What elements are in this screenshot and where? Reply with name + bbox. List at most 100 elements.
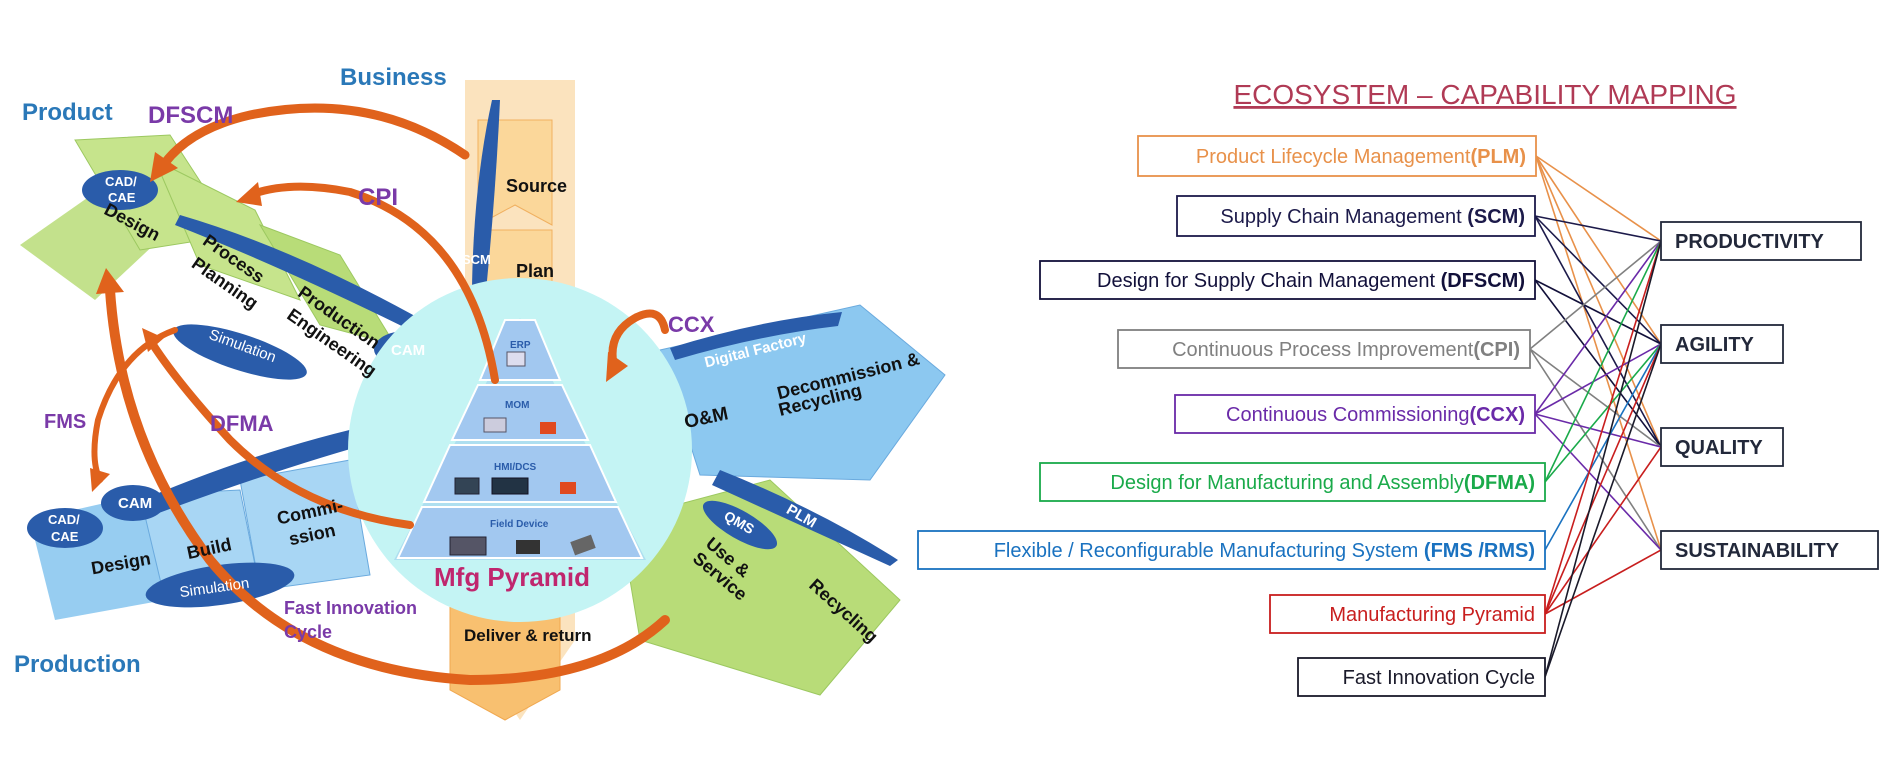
field-sensor-icon [570, 534, 596, 556]
lifecycle-chevrons [619, 304, 946, 696]
arrow-label-fic-line1: Fast Innovation [284, 598, 417, 618]
ecosystem-label: Product Lifecycle Management(PLM) [1196, 146, 1526, 168]
orange-arrows [90, 103, 670, 686]
quadrant-label-product: Product [22, 99, 113, 126]
arrow-label-fms: FMS [44, 411, 86, 433]
ecosystem-box [1039, 462, 1546, 502]
ecosystem-label: Design for Manufacturing and Assembly(DF… [1110, 472, 1535, 494]
link-pyramid-agility [1544, 343, 1662, 615]
capability-box [1660, 427, 1784, 467]
capability-item-agility: AGILITY [1660, 324, 1784, 364]
capability-item-productivity: PRODUCTIVITY [1660, 221, 1862, 261]
ecosystem-list: Product Lifecycle Management(PLM) Supply … [917, 135, 1546, 697]
erp-device-icon [506, 351, 526, 367]
ecosystem-item-pyramid: Manufacturing Pyramid [1269, 594, 1546, 634]
production-cad-cae-line1: CAD/ [48, 512, 80, 527]
ecosystem-item-scm: Supply Chain Management (SCM) [1176, 195, 1536, 237]
product-cad-cae-line2: CAE [108, 190, 136, 205]
link-pyramid-quality [1544, 446, 1662, 615]
field-plc-icon [449, 536, 487, 556]
capability-label: PRODUCTIVITY [1675, 231, 1825, 253]
ecosystem-item-plm: Product Lifecycle Management(PLM) [1137, 135, 1537, 177]
pyramid-mom: MOM [505, 400, 529, 411]
ecosystem-item-dfscm: Design for Supply Chain Management (DFSC… [1039, 260, 1536, 300]
ecosystem-box [1269, 594, 1546, 634]
capability-list: PRODUCTIVITY AGILITY QUALITY SUSTAINABILITY [1660, 221, 1879, 570]
capability-box [1660, 324, 1784, 364]
ecosystem-box [1039, 260, 1536, 300]
arrow-label-ccx: CCX [668, 312, 715, 337]
ecosystem-box [1137, 135, 1537, 177]
link-plm-quality [1535, 155, 1662, 448]
link-pyramid-productivity [1544, 240, 1662, 615]
pyramid-hmi: HMI/DCS [494, 462, 537, 473]
capability-box [1660, 221, 1862, 261]
ecosystem-item-dfma: Design for Manufacturing and Assembly(DF… [1039, 462, 1546, 502]
connection-lines [1529, 155, 1662, 678]
ecosystem-box [1176, 195, 1536, 237]
ecosystem-box [1174, 394, 1536, 434]
hmi-controller-icon [491, 477, 529, 495]
ecosystem-label: Flexible / Reconfigurable Manufacturing … [994, 540, 1535, 562]
ecosystem-box [917, 530, 1546, 570]
pyramid-erp: ERP [510, 340, 531, 351]
link-ccx-quality [1534, 413, 1662, 448]
link-scm-quality [1534, 215, 1662, 448]
capability-mapping-panel: ECOSYSTEM – CAPABILITY MAPPING Product L… [917, 79, 1879, 697]
link-plm-agility [1535, 155, 1662, 345]
dfma-arrow-icon [146, 336, 414, 529]
business-deliver: Deliver & return [464, 626, 592, 645]
link-dfma-agility [1544, 343, 1662, 483]
link-ccx-productivity [1534, 240, 1662, 415]
business-plan: Plan [516, 261, 554, 281]
ecosystem-item-cpi: Continuous Process Improvement(CPI) [1117, 329, 1531, 369]
link-cpi-quality [1529, 348, 1662, 448]
cpi-arrow-icon [246, 182, 499, 384]
mfg-pyramid-group [348, 278, 692, 622]
capability-item-sustainability: SUSTAINABILITY [1660, 530, 1879, 570]
manufacturing-lifecycle-diagram: Product Business Production DFSCM CPI CC… [14, 64, 946, 721]
capability-box [1660, 530, 1879, 570]
capability-label: QUALITY [1675, 437, 1763, 459]
arrow-label-cpi: CPI [358, 184, 398, 211]
dfscm-arrow-icon [155, 103, 470, 175]
ecosystem-box [1117, 329, 1531, 369]
link-ccx-agility [1534, 343, 1662, 415]
ecosystem-label: Continuous Process Improvement(CPI) [1172, 339, 1520, 361]
link-fic-productivity [1544, 240, 1662, 678]
arrow-label-dfma: DFMA [210, 411, 274, 436]
production-cam: CAM [118, 495, 152, 512]
ecosystem-label: Continuous Commissioning(CCX) [1226, 404, 1525, 426]
link-fms-agility [1544, 343, 1662, 551]
capability-item-quality: QUALITY [1660, 427, 1784, 467]
ecosystem-label: Supply Chain Management (SCM) [1220, 206, 1525, 228]
production-cad-cae-line2: CAE [51, 529, 79, 544]
business-source: Source [506, 176, 567, 196]
ecosystem-item-ccx: Continuous Commissioning(CCX) [1174, 394, 1536, 434]
link-ccx-sustainability [1534, 413, 1662, 551]
link-dfscm-quality [1534, 279, 1662, 448]
ecosystem-item-fic: Fast Innovation Cycle [1297, 657, 1546, 697]
business-scm: SCM [462, 252, 491, 267]
link-cpi-productivity [1529, 240, 1662, 350]
product-cad-cae-line1: CAD/ [105, 174, 137, 189]
arrow-label-fic-line2: Cycle [284, 622, 332, 642]
fic-arrow-icon [105, 285, 670, 686]
ecosystem-label: Design for Supply Chain Management (DFSC… [1097, 270, 1525, 292]
ecosystem-label: Fast Innovation Cycle [1343, 667, 1535, 689]
page-title: ECOSYSTEM – CAPABILITY MAPPING [1233, 79, 1736, 110]
hmi-alert-icon [560, 482, 576, 494]
link-dfma-productivity [1544, 240, 1662, 483]
pyramid-title: Mfg Pyramid [434, 562, 590, 592]
pyramid-field: Field Device [490, 519, 549, 530]
link-fic-agility [1544, 343, 1662, 678]
ecosystem-label: Manufacturing Pyramid [1329, 604, 1535, 626]
hmi-screen-icon [454, 477, 480, 495]
capability-label: AGILITY [1675, 334, 1755, 356]
arrow-label-dfscm: DFSCM [148, 102, 233, 129]
ecosystem-box [1297, 657, 1546, 697]
ecosystem-item-fms: Flexible / Reconfigurable Manufacturing … [917, 530, 1546, 570]
link-plm-sustainability [1535, 155, 1662, 551]
quadrant-label-production: Production [14, 651, 141, 678]
